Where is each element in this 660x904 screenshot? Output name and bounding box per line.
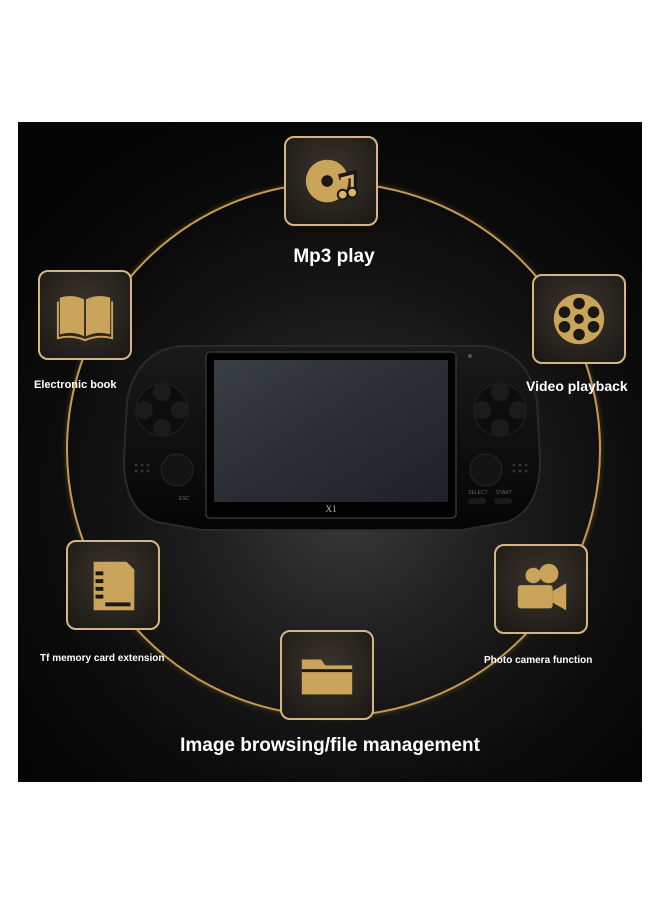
handheld-console: X1 ESC SELECT START	[122, 345, 542, 531]
dpad[interactable]	[135, 383, 189, 437]
film-reel-icon	[553, 293, 605, 345]
right-analog-stick[interactable]	[469, 453, 503, 487]
open-book-icon	[56, 296, 114, 342]
mp3-tile[interactable]	[284, 136, 378, 226]
mp3-label: Mp3 play	[293, 246, 375, 267]
video-label: Video playback	[526, 378, 628, 394]
start-button[interactable]	[494, 498, 512, 504]
power-led	[468, 354, 472, 358]
files-label: Image browsing/file management	[180, 735, 480, 756]
video-tile[interactable]	[532, 274, 626, 364]
ebook-tile[interactable]	[38, 270, 132, 360]
left-analog-stick[interactable]	[160, 453, 194, 487]
music-disc-icon	[305, 159, 359, 203]
model-label: X1	[326, 504, 337, 514]
sd-card-icon	[93, 561, 135, 611]
select-button[interactable]	[468, 498, 486, 504]
tf-card-label: Tf memory card extension	[40, 653, 165, 664]
start-label: START	[496, 490, 512, 496]
right-speaker-grille	[512, 463, 528, 473]
ebook-label: Electronic book	[34, 379, 117, 391]
action-buttons[interactable]	[473, 383, 527, 437]
camera-tile[interactable]	[494, 544, 588, 634]
camera-label: Photo camera function	[484, 655, 593, 666]
video-camera-icon	[517, 563, 567, 611]
feature-panel: X1 ESC SELECT START	[18, 122, 642, 782]
select-label: SELECT	[468, 490, 487, 496]
folder-icon	[301, 659, 353, 695]
esc-label: ESC	[179, 496, 190, 502]
left-speaker-grille	[134, 463, 150, 473]
files-tile[interactable]	[280, 630, 374, 720]
tf-card-tile[interactable]	[66, 540, 160, 630]
